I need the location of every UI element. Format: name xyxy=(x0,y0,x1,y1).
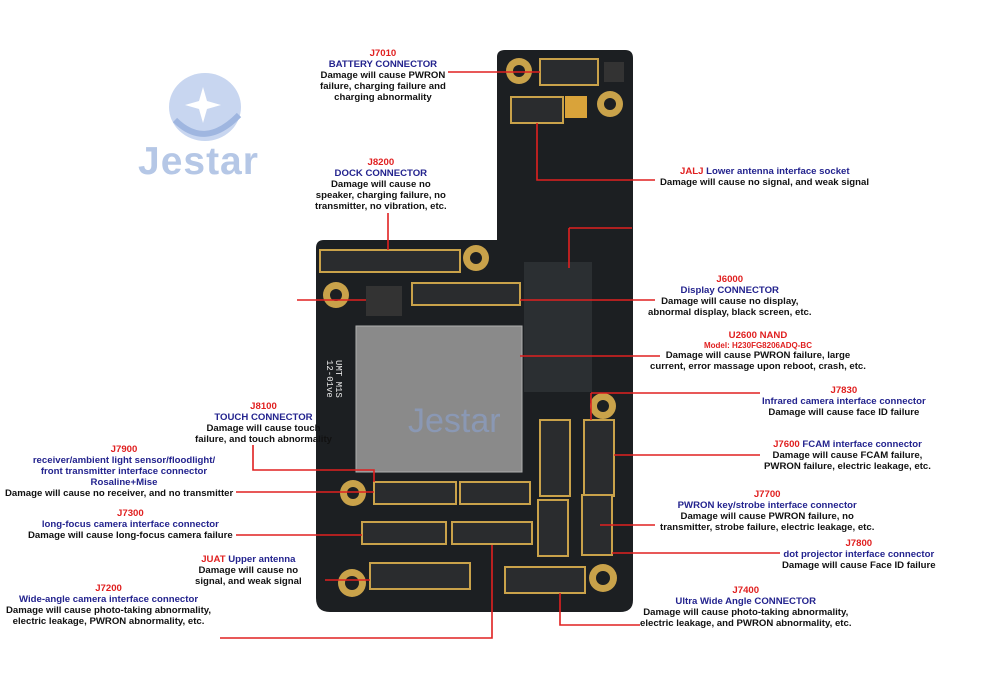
leader-line xyxy=(559,593,640,626)
label-code: JUAT xyxy=(201,554,226,565)
label-name: Upper antenna xyxy=(228,554,296,565)
label-name: Lower antenna interface socket xyxy=(706,166,850,177)
label-desc: failure, and touch abnormality xyxy=(195,434,332,445)
label-j7300: J7300 long-focus camera interface connec… xyxy=(28,508,233,541)
label-desc: Damage will cause PWRON failure, no xyxy=(680,511,854,522)
label-name: Infrared camera interface connector xyxy=(762,396,926,407)
jestar-watermark: Jestar xyxy=(408,402,501,440)
label-code: J7700 xyxy=(753,489,781,500)
label-j8100: J8100 TOUCH CONNECTOR Damage will cause … xyxy=(195,401,332,445)
label-name: TOUCH CONNECTOR xyxy=(214,412,313,423)
label-code: J6000 xyxy=(716,274,744,285)
label-name: front transmitter interface connector xyxy=(40,466,208,477)
jestar-logo-icon xyxy=(169,73,242,141)
label-code: J7200 xyxy=(95,583,122,594)
label-desc: current, error massage upon reboot, cras… xyxy=(650,361,866,372)
label-desc: Damage will cause long-focus camera fail… xyxy=(28,530,233,541)
label-name: Rosaline+Mise xyxy=(90,477,158,488)
label-j7800: J7800 dot projector interface connector … xyxy=(782,538,936,571)
label-code: U2600 NAND xyxy=(728,330,788,341)
chip-marking-line: 12-01ve xyxy=(324,360,334,398)
label-desc: Damage will cause no display, xyxy=(661,296,799,307)
leader-line xyxy=(252,445,375,482)
label-code: J7830 xyxy=(830,385,858,396)
label-desc: charging abnormality xyxy=(334,92,432,103)
label-j7900-desc: Damage will cause no receiver, and no tr… xyxy=(5,488,234,499)
label-name: DOCK CONNECTOR xyxy=(334,168,428,179)
label-juat: JUAT Upper antenna Damage will cause no … xyxy=(195,554,302,587)
label-desc: Damage will cause FCAM failure, xyxy=(772,450,923,461)
label-name: long-focus camera interface connector xyxy=(41,519,219,530)
label-code: J8200 xyxy=(367,157,395,168)
chip-marking-line: UMT M1S xyxy=(333,360,343,398)
label-desc: transmitter, no vibration, etc. xyxy=(315,201,447,212)
label-name: Display CONNECTOR xyxy=(680,285,779,296)
label-j7700: J7700 PWRON key/strobe interface connect… xyxy=(660,489,874,533)
label-desc: Damage will cause Face ID failure xyxy=(782,560,936,571)
label-desc: Damage will cause photo-taking abnormali… xyxy=(6,605,212,616)
label-j6000: J6000 Display CONNECTOR Damage will caus… xyxy=(648,274,812,318)
label-desc: transmitter, strobe failure, electric le… xyxy=(660,522,875,533)
label-jalj-desc: Damage will cause no signal, and weak si… xyxy=(660,177,870,188)
label-j7830: J7830 Infrared camera interface connecto… xyxy=(762,385,926,418)
label-j7010: J7010 BATTERY CONNECTOR Damage will caus… xyxy=(320,48,446,103)
label-desc: PWRON failure, electric leakage, etc. xyxy=(764,461,931,472)
label-desc: Damage will cause no xyxy=(330,179,431,190)
label-j8200: J8200 DOCK CONNECTOR Damage will cause n… xyxy=(315,157,447,212)
label-j7200: J7200 Wide-angle camera interface connec… xyxy=(6,583,211,627)
label-desc: speaker, charging failure, no xyxy=(315,190,446,201)
label-j7900: J7900 receiver/ambient light sensor/floo… xyxy=(10,444,238,488)
label-code: J7900 xyxy=(110,444,138,455)
label-code: J7300 xyxy=(117,508,144,519)
label-j7600: J7600 FCAM interface connector Damage wi… xyxy=(764,439,931,472)
jestar-logo-text: Jestar xyxy=(138,140,259,183)
label-code: JALJ xyxy=(680,166,704,177)
label-code: J7800 xyxy=(845,538,873,549)
label-model: Model: H230FG8206ADQ-BC xyxy=(703,341,812,350)
label-name: Ultra Wide Angle CONNECTOR xyxy=(675,596,817,607)
label-name: BATTERY CONNECTOR xyxy=(328,59,438,70)
label-name: PWRON key/strobe interface connector xyxy=(677,500,857,511)
label-desc: abnormal display, black screen, etc. xyxy=(648,307,812,318)
leader-line xyxy=(220,545,493,639)
label-desc: Damage will cause touch xyxy=(206,423,321,434)
label-code: J7010 xyxy=(369,48,397,59)
label-jalj: JALJ Lower antenna interface socket xyxy=(680,166,850,177)
label-name: receiver/ambient light sensor/floodlight… xyxy=(32,455,216,466)
label-desc: Damage will cause PWRON xyxy=(320,70,446,81)
label-code: J7600 xyxy=(773,439,800,450)
label-desc: electric leakage, PWRON abnormality, etc… xyxy=(12,616,205,627)
label-j7400: J7400 Ultra Wide Angle CONNECTOR Damage … xyxy=(640,585,852,629)
label-code: J8100 xyxy=(250,401,277,412)
label-code: J7400 xyxy=(732,585,760,596)
label-name: FCAM interface connector xyxy=(802,439,922,450)
label-desc: Damage will cause no xyxy=(198,565,299,576)
label-desc: Damage will cause photo-taking abnormali… xyxy=(643,607,849,618)
leader-line xyxy=(536,123,655,181)
label-desc: failure, charging failure and xyxy=(320,81,446,92)
leader-line xyxy=(568,227,632,268)
label-name: Wide-angle camera interface connector xyxy=(19,594,199,605)
label-u2600: U2600 NAND Model: H230FG8206ADQ-BC Damag… xyxy=(650,330,866,372)
label-desc: Damage will cause PWRON failure, large xyxy=(665,350,851,361)
label-name: dot projector interface connector xyxy=(783,549,935,560)
label-desc: electric leakage, and PWRON abnormality,… xyxy=(640,618,852,629)
leader-line xyxy=(590,392,760,420)
label-desc: signal, and weak signal xyxy=(195,576,302,587)
label-desc: Damage will cause face ID failure xyxy=(768,407,920,418)
